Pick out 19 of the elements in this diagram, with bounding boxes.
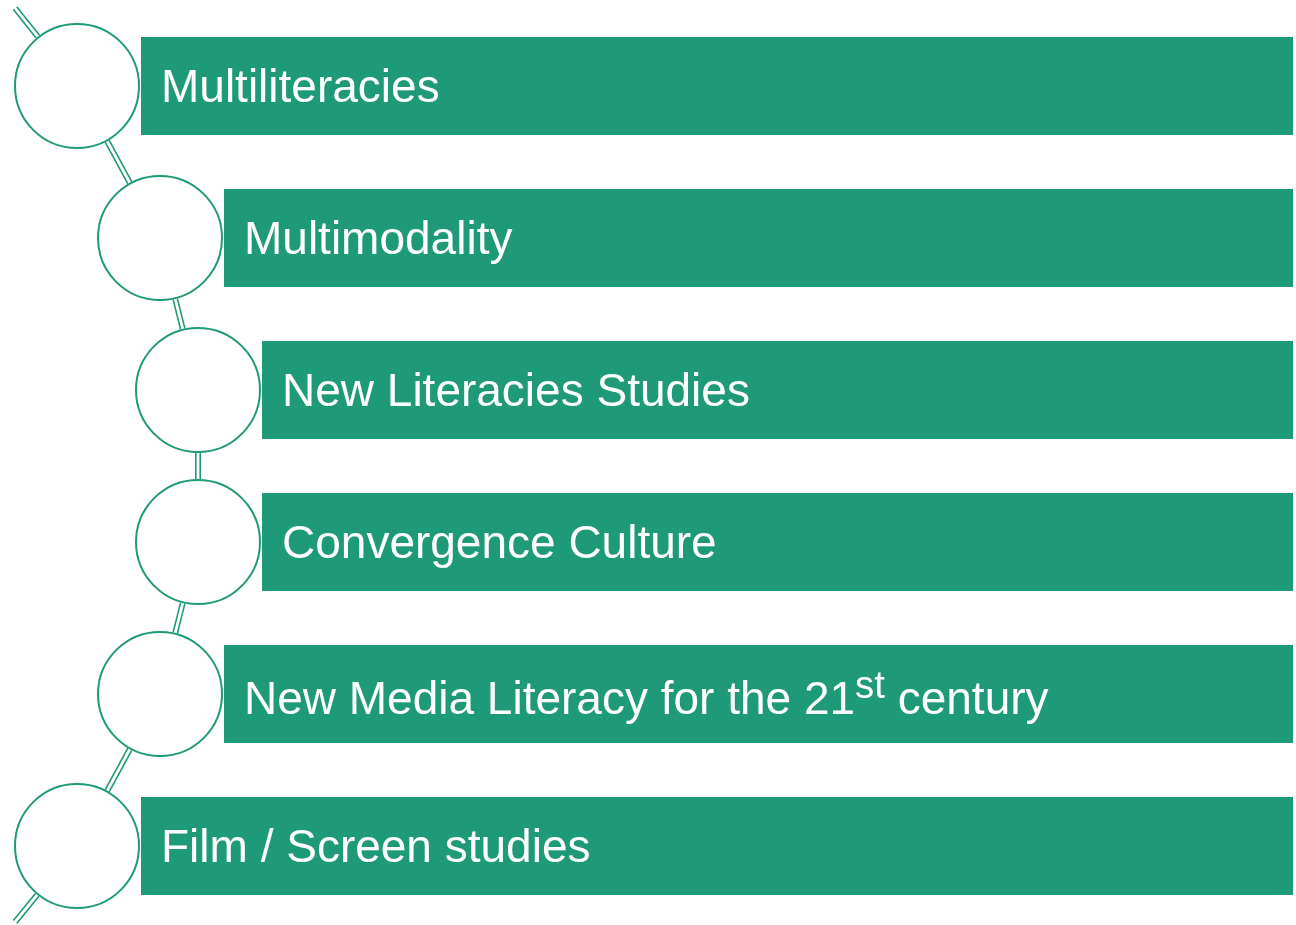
connector-line [172,297,186,331]
item-label: Convergence Culture [282,515,717,569]
connector-line [195,452,201,480]
item-label: New Media Literacy for the 21$^{st}$ century [244,662,1049,726]
list-bar [224,645,1293,743]
connector-line [172,601,186,635]
item-label: Multiliteracies [161,59,440,113]
connector-line [12,5,41,39]
item-label: Film / Screen studies [161,819,591,873]
list-bar [262,493,1293,591]
connector-line [104,139,133,185]
list-bar [141,37,1293,135]
list-bar [224,189,1293,287]
item-label: Multimodality [244,211,513,265]
connector-line [104,747,133,793]
list-bar [262,341,1293,439]
list-bar [141,797,1293,895]
connector-line [12,892,40,925]
item-label: New Literacies Studies [282,363,750,417]
